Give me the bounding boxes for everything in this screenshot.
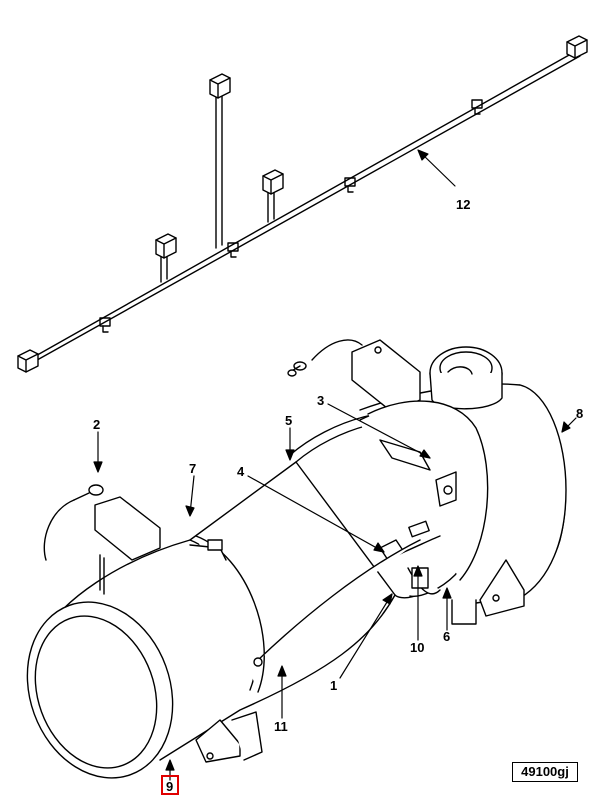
callout-3: 3 [317, 393, 324, 408]
reference-code: 49100gj [512, 762, 578, 782]
leader-lines [93, 149, 577, 781]
callout-8: 8 [576, 406, 583, 421]
harness-connectors [17, 35, 588, 373]
callout-7: 7 [189, 461, 196, 476]
dpf-canister [26, 461, 421, 779]
callout-6: 6 [443, 629, 450, 644]
callout-10: 10 [410, 640, 424, 655]
wiring-harness [29, 49, 581, 365]
highlight-box [161, 775, 179, 795]
callout-11: 11 [274, 719, 288, 734]
clamp-rings [289, 400, 489, 599]
callout-12: 12 [456, 197, 470, 212]
temperature-sensor-left [43, 484, 104, 561]
callout-4: 4 [237, 464, 245, 479]
callout-2: 2 [93, 417, 100, 432]
callout-5: 5 [285, 413, 292, 428]
callout-1: 1 [330, 678, 337, 693]
temperature-sensor-top [287, 339, 363, 377]
